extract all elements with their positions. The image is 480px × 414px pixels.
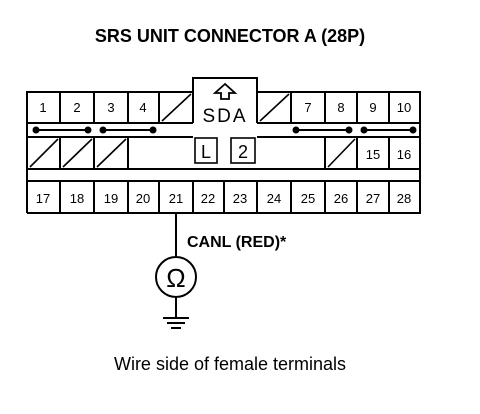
shorting-bars <box>32 126 417 134</box>
empty-cavity-marks <box>29 93 356 168</box>
pin-23: 23 <box>233 191 247 206</box>
sda-label: SDA <box>202 106 247 127</box>
ohm-symbol: Ω <box>166 263 185 293</box>
pin-25: 25 <box>301 191 315 206</box>
box-2-label: 2 <box>238 142 248 162</box>
box-l-label: L <box>201 142 211 162</box>
diagram-title: SRS UNIT CONNECTOR A (28P) <box>95 26 365 46</box>
pin-21: 21 <box>169 191 183 206</box>
pin-1: 1 <box>39 100 46 115</box>
pin-9: 9 <box>369 100 376 115</box>
pin-26: 26 <box>334 191 348 206</box>
lock-arrow-icon <box>212 82 238 100</box>
pin-2: 2 <box>73 100 80 115</box>
pin-28: 28 <box>397 191 411 206</box>
pin-17: 17 <box>36 191 50 206</box>
pin-18: 18 <box>70 191 84 206</box>
pin-7: 7 <box>304 100 311 115</box>
pin-19: 19 <box>104 191 118 206</box>
pin-22: 22 <box>201 191 215 206</box>
pin-3: 3 <box>107 100 114 115</box>
caption: Wire side of female terminals <box>114 354 346 374</box>
pin-4: 4 <box>139 100 146 115</box>
pin-20: 20 <box>136 191 150 206</box>
connector-housing <box>26 77 421 214</box>
pin-15: 15 <box>366 147 380 162</box>
pin-16: 16 <box>397 147 411 162</box>
pin-8: 8 <box>337 100 344 115</box>
wire-label: CANL (RED)* <box>187 234 287 251</box>
ground-icon <box>163 297 189 329</box>
pin-10: 10 <box>397 100 411 115</box>
center-boxes <box>194 137 256 164</box>
pin-27: 27 <box>366 191 380 206</box>
pin-24: 24 <box>267 191 281 206</box>
